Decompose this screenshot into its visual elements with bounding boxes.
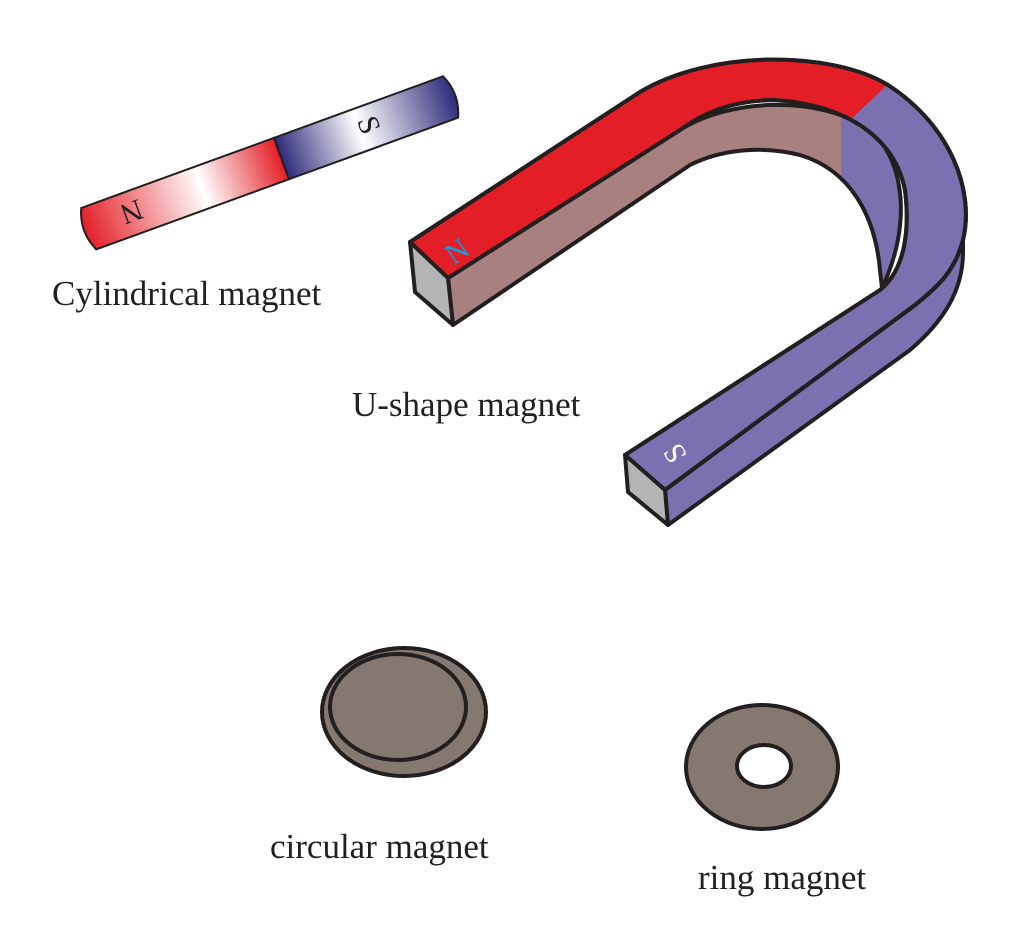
cylindrical-magnet: N S (80, 75, 460, 251)
circular-magnet-label: circular magnet (270, 827, 489, 866)
ring-magnet (684, 703, 840, 831)
u-top-face-north (410, 59, 890, 360)
u-south-end-face (623, 453, 670, 527)
cylinder-north-half (80, 136, 291, 251)
u-shape-magnet (408, 57, 968, 527)
u-inner-side-face (446, 102, 903, 327)
u-shape-magnet-label: U-shape magnet (352, 385, 581, 424)
cylinder-south-half (272, 75, 460, 181)
cylindrical-magnet-label: Cylindrical magnet (52, 274, 322, 313)
u-north-end-face (408, 240, 455, 327)
ring-magnet-label: ring magnet (698, 858, 866, 897)
circular-magnet (320, 646, 488, 778)
